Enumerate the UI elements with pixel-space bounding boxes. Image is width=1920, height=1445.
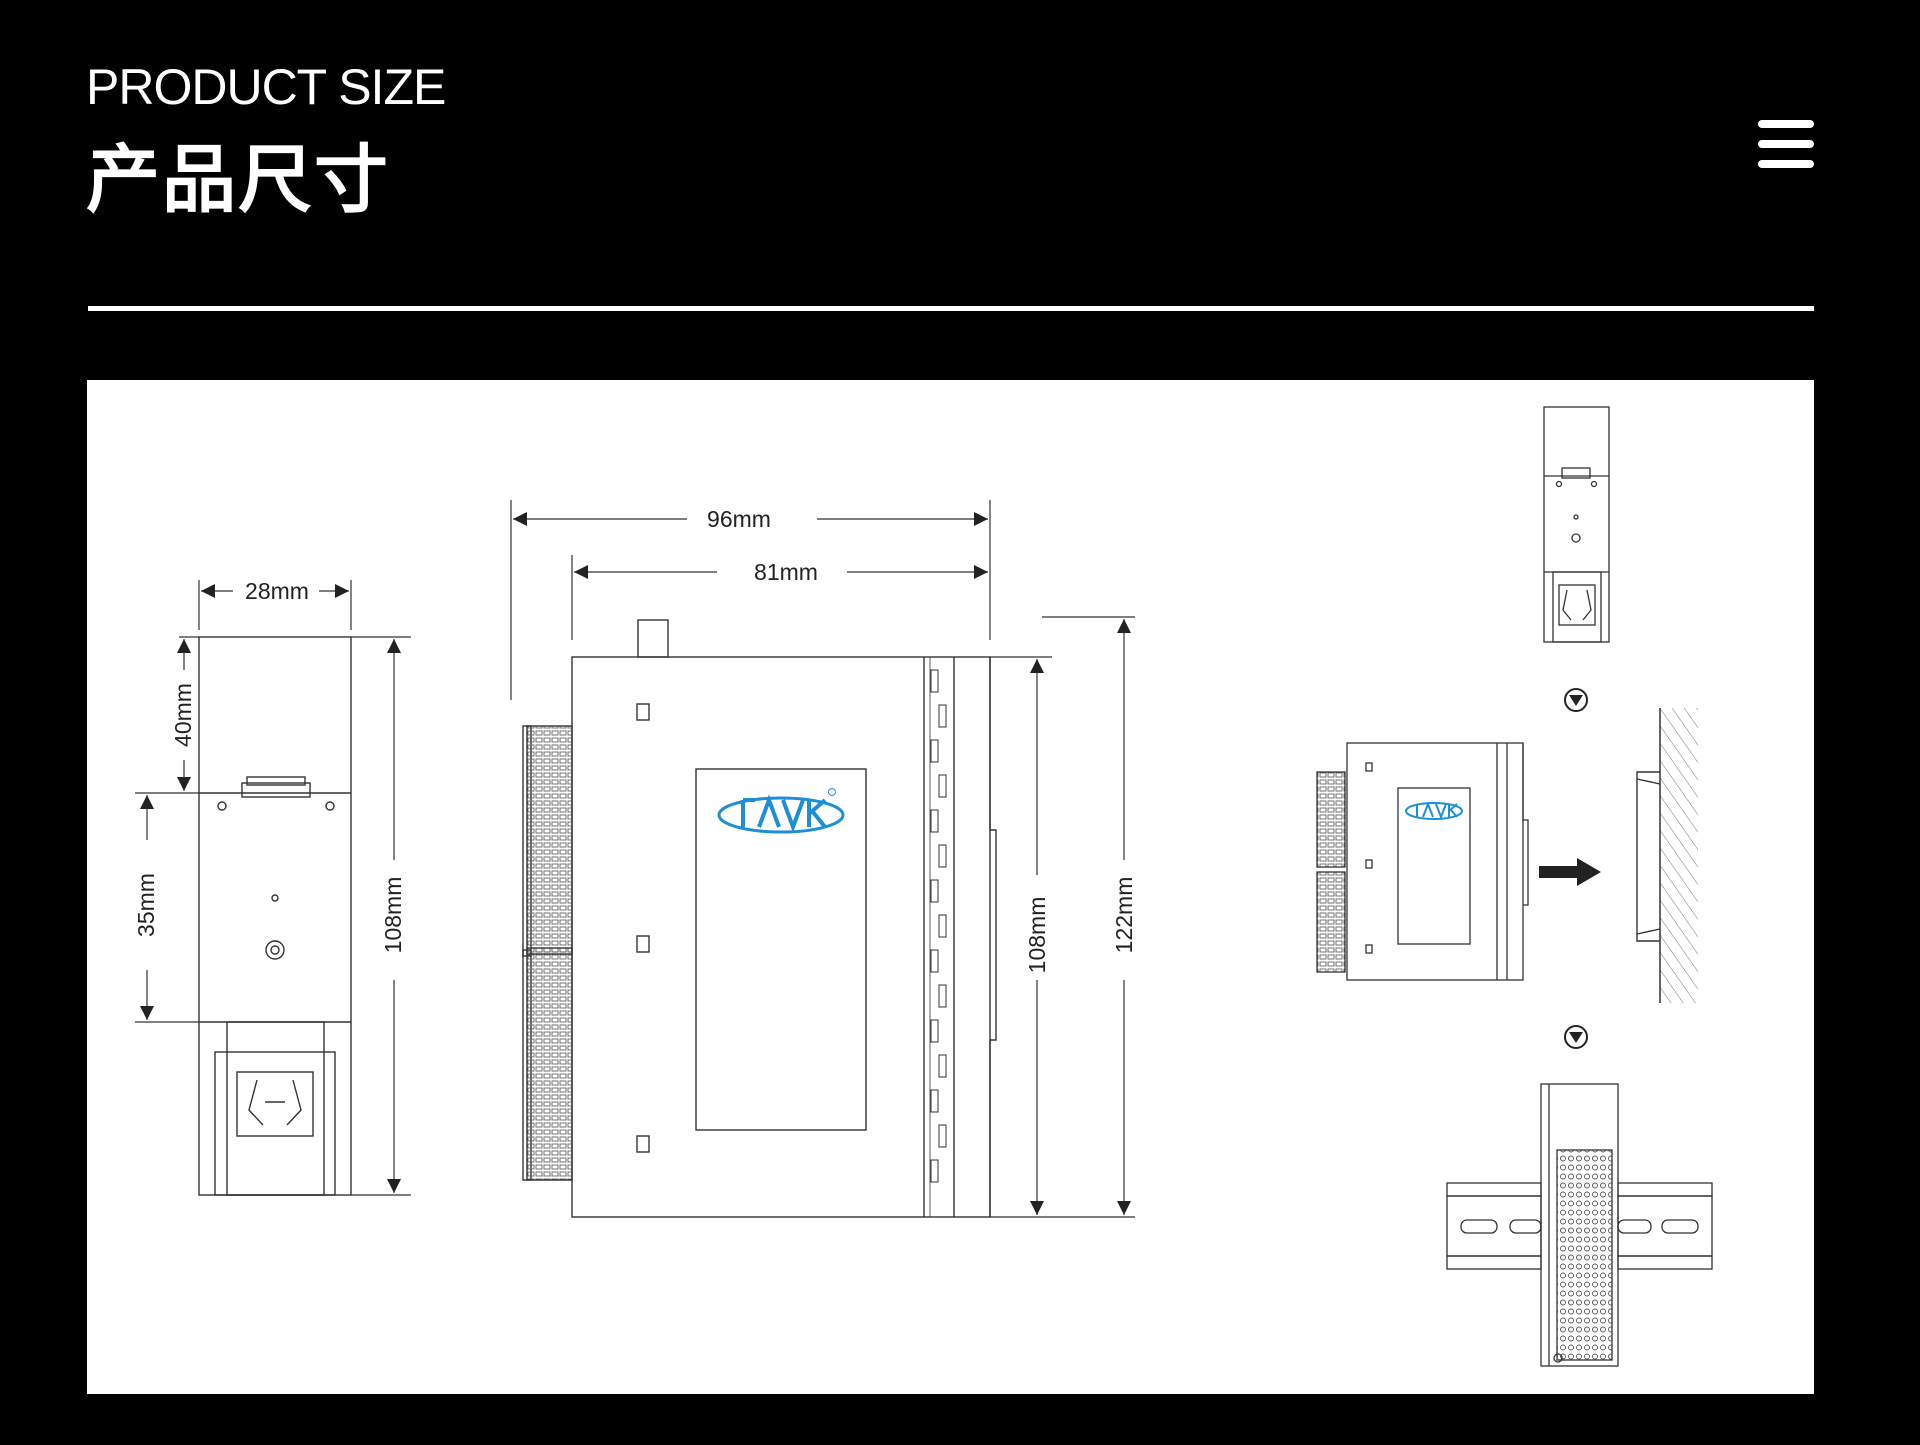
side-top-label: 40mm	[170, 683, 196, 747]
install-step-2	[1316, 742, 1529, 981]
overall-height-label: 122mm	[1111, 877, 1137, 954]
dimension-drawing-panel: 28mm 40mm 35mm 108mm 96mm 81mm	[87, 380, 1814, 1394]
install-step-1	[1543, 406, 1610, 643]
rail-slot	[938, 984, 947, 1008]
rail-slot	[938, 774, 947, 798]
rail-slot	[938, 704, 947, 728]
side-width-label: 28mm	[245, 578, 309, 604]
side-view	[198, 636, 352, 1196]
rail-slot	[938, 1054, 947, 1078]
brand-logo	[717, 788, 845, 834]
rail-slot	[930, 1019, 939, 1043]
right-arrow-icon	[1539, 858, 1601, 886]
rail-slot	[938, 914, 947, 938]
rail-slot	[930, 1089, 939, 1113]
rail-slot	[930, 879, 939, 903]
rail-slot	[938, 1124, 947, 1148]
front-view-dimensions	[510, 500, 1135, 1218]
side-height-label: 108mm	[380, 877, 406, 954]
down-arrow-circle-icon-2	[1564, 1025, 1588, 1049]
front-view	[522, 619, 997, 1218]
rail-slot	[930, 669, 939, 693]
header-divider	[88, 306, 1814, 311]
rail-slot	[930, 739, 939, 763]
rail-slot	[930, 949, 939, 973]
title-chinese: 产品尺寸	[86, 137, 390, 223]
wall-rail	[1636, 708, 1698, 1003]
front-rail-slots	[930, 669, 947, 1183]
title-english: PRODUCT SIZE	[86, 59, 446, 115]
install-logo-small	[1405, 801, 1463, 820]
install-step-3	[1446, 1083, 1713, 1367]
rail-slot	[930, 1159, 939, 1183]
side-view-dimensions	[135, 580, 411, 1196]
hamburger-menu-icon[interactable]	[1758, 120, 1814, 168]
dimension-drawing: 28mm 40mm 35mm 108mm 96mm 81mm	[133, 406, 1713, 1367]
side-rail-label: 35mm	[133, 873, 159, 937]
rail-slot	[930, 809, 939, 833]
body-width-label: 81mm	[754, 559, 818, 585]
body-height-label: 108mm	[1024, 897, 1050, 974]
down-arrow-circle-icon	[1564, 688, 1588, 712]
overall-width-label: 96mm	[707, 506, 771, 532]
rail-slot	[938, 844, 947, 868]
